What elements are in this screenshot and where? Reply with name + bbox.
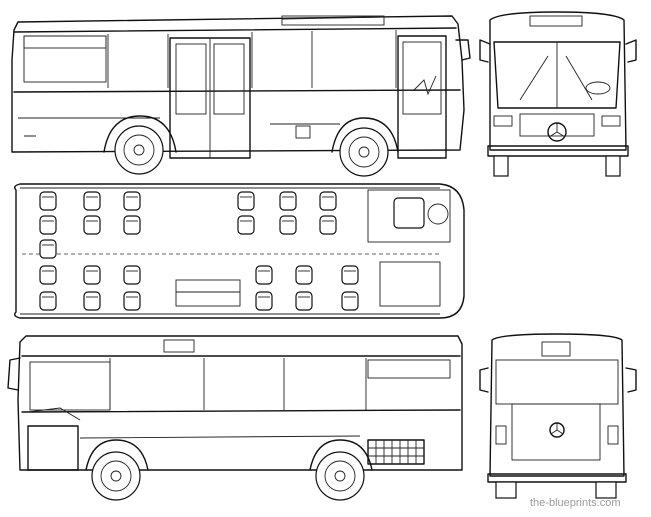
rear-view [479,333,637,499]
seat [255,291,273,311]
seat [123,191,141,211]
seat [83,291,101,311]
seat [39,291,57,311]
seat [279,215,297,235]
seat [237,215,255,235]
side-view-top [11,15,471,177]
seat [295,291,313,311]
seat [123,215,141,235]
front-view [479,11,637,177]
seat [237,191,255,211]
floor-plan-view [13,183,465,319]
seat [83,191,101,211]
seat [319,215,337,235]
watermark-text: the-blueprints.com [530,497,621,509]
seat [39,239,57,259]
seat [123,265,141,285]
side-view-bottom [7,335,463,501]
seat [279,191,297,211]
seat [123,291,141,311]
seat [39,265,57,285]
seat [341,291,359,311]
seat [39,215,57,235]
seat [83,215,101,235]
seat [39,191,57,211]
seat [319,191,337,211]
engine-grille [367,439,425,465]
seat-group [39,191,359,311]
seat [255,265,273,285]
seat [341,265,359,285]
seat [83,265,101,285]
seat [295,265,313,285]
